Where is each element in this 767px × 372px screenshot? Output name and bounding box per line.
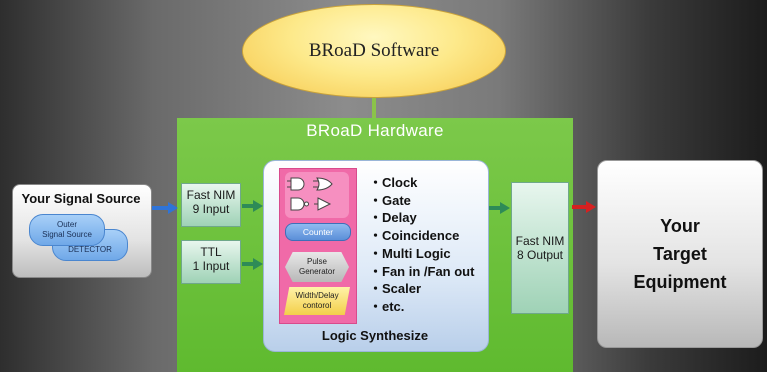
width-label-line2: contorol — [302, 301, 332, 310]
width-label-line1: Width/Delay — [295, 291, 339, 300]
pulse-generator-block: Pulse Generator — [285, 252, 349, 282]
arrow-ttl-to-logic-icon — [242, 258, 263, 270]
ttl-input-line2: 1 Input — [192, 259, 230, 273]
function-item: ・Multi Logic — [369, 245, 451, 261]
nim-input-line1: Fast NIM — [186, 188, 236, 202]
arrow-source-to-input-icon — [152, 202, 178, 214]
outer-signal-source-pill: Outer Signal Source — [29, 214, 105, 246]
software-ellipse: BRoaD Software — [242, 4, 506, 98]
arrow-logic-to-output-icon — [489, 202, 510, 214]
fast-nim-input-box: Fast NIM 9 Input — [181, 183, 241, 227]
function-item: ・Scaler — [369, 281, 422, 297]
hardware-title: BRoaD Hardware — [306, 121, 444, 140]
or-gate-icon — [313, 177, 333, 191]
function-item: ・Fan in /Fan out — [369, 263, 475, 279]
signal-source-title: Your Signal Source — [21, 191, 141, 206]
counter-label: Counter — [302, 227, 334, 237]
buffer-gate-icon — [314, 197, 332, 211]
fast-nim-output-box: Fast NIM 8 Output — [511, 182, 569, 314]
arrow-nim-to-logic-icon — [242, 200, 263, 212]
function-item: ・Clock — [369, 175, 418, 190]
nim-input-line2: 9 Input — [192, 202, 230, 216]
pulse-label-line2: Generator — [298, 267, 336, 276]
function-item: ・Delay — [369, 210, 417, 226]
output-line1: Fast NIM — [515, 234, 565, 248]
function-item: ・Gate — [369, 192, 411, 208]
target-line2: Target — [653, 244, 707, 264]
target-line3: Equipment — [633, 272, 727, 292]
nand-gate-icon — [290, 197, 309, 211]
width-delay-block: Width/Delay contorol — [284, 287, 350, 315]
logic-synthesize-title: Logic Synthesize — [321, 328, 429, 343]
output-line2: 8 Output — [516, 248, 564, 262]
software-hardware-connector — [372, 96, 376, 120]
ttl-input-line1: TTL — [200, 245, 222, 259]
target-line1: Your — [660, 216, 700, 236]
outer-label-line1: Outer — [56, 220, 77, 229]
function-item: ・Coincidence — [369, 228, 460, 244]
detector-label: DETECTOR — [68, 245, 112, 254]
arrow-output-to-target-icon — [572, 201, 596, 213]
and-gate-icon — [287, 177, 305, 191]
counter-block: Counter — [285, 223, 351, 241]
software-label: BRoaD Software — [308, 40, 440, 61]
ttl-input-box: TTL 1 Input — [181, 240, 241, 284]
pulse-label-line1: Pulse — [306, 257, 327, 266]
logic-function-list: ・Clock ・Gate ・Delay ・Coincidence ・Multi … — [369, 174, 474, 316]
target-equipment-box: Your Target Equipment — [597, 160, 763, 348]
function-item: ・etc. — [369, 298, 405, 314]
outer-label-line2: Signal Source — [42, 230, 92, 239]
